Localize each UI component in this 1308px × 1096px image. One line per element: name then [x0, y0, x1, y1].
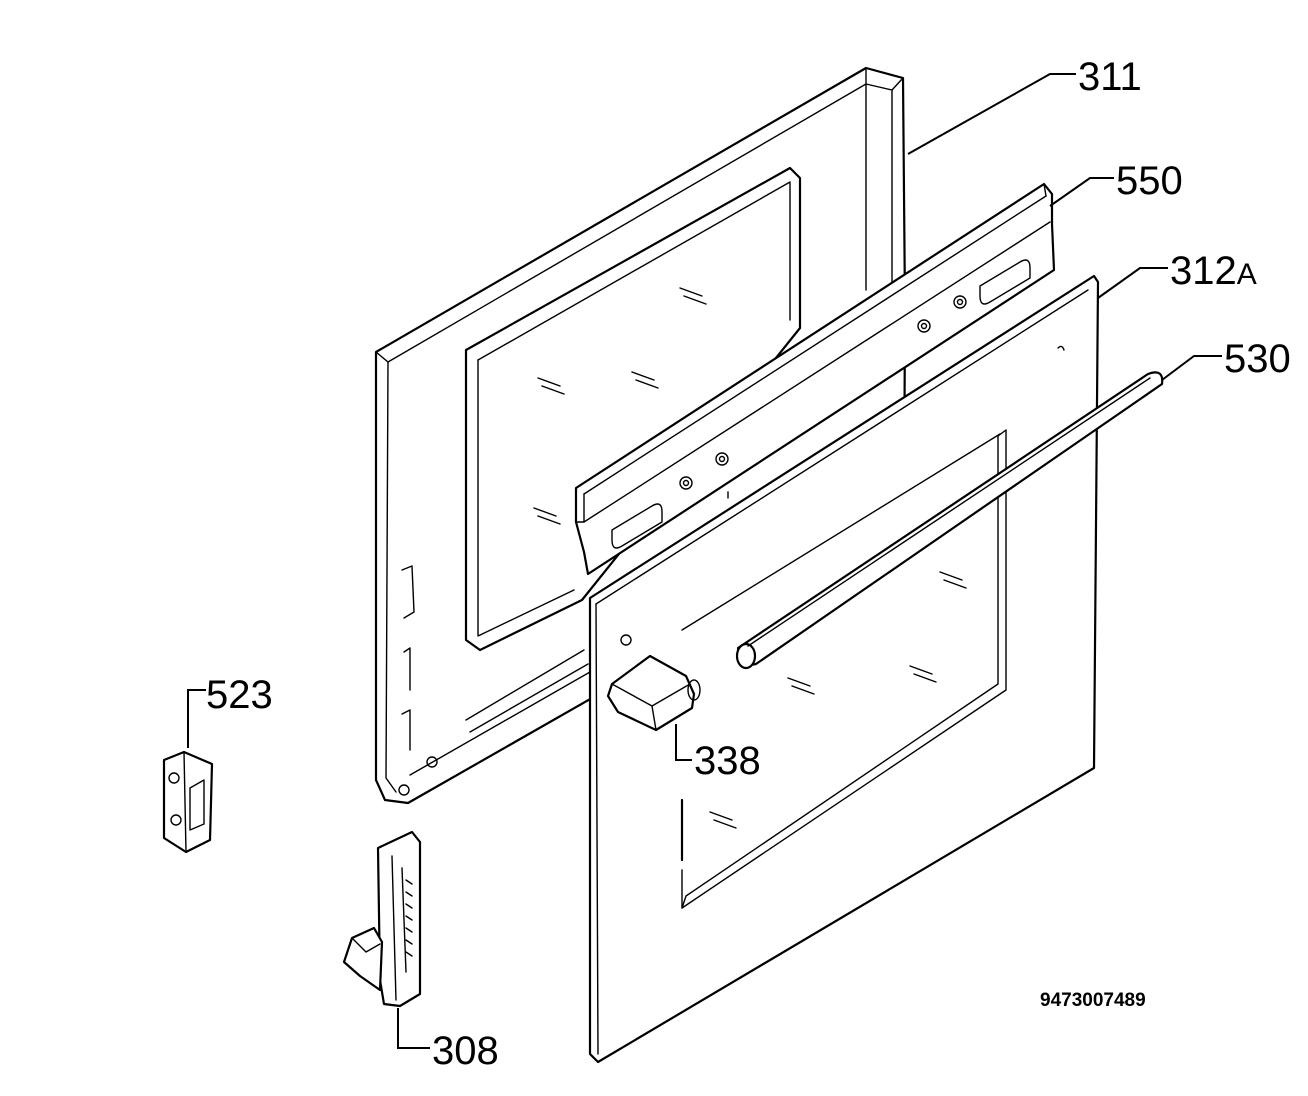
handle-rod-530 — [735, 371, 1164, 670]
label-523: 523 — [206, 673, 273, 717]
label-312-suffix: A — [1237, 258, 1257, 291]
hinge-308 — [342, 830, 422, 1008]
label-550: 550 — [1116, 159, 1183, 203]
outer-glass-panel-312A — [588, 274, 1100, 1064]
top-trim-channel-550 — [574, 182, 1056, 576]
label-312A: 312A — [1170, 249, 1257, 293]
document-number: 9473007489 — [1040, 990, 1146, 1011]
handle-endcap-338 — [606, 654, 701, 732]
label-338: 338 — [694, 739, 761, 783]
hinge-receiver-523 — [162, 750, 214, 854]
label-312-number: 312 — [1170, 249, 1237, 293]
label-530: 530 — [1224, 337, 1291, 381]
leader-lines — [187, 73, 1222, 1049]
label-311: 311 — [1078, 55, 1142, 99]
label-308: 308 — [432, 1029, 499, 1073]
